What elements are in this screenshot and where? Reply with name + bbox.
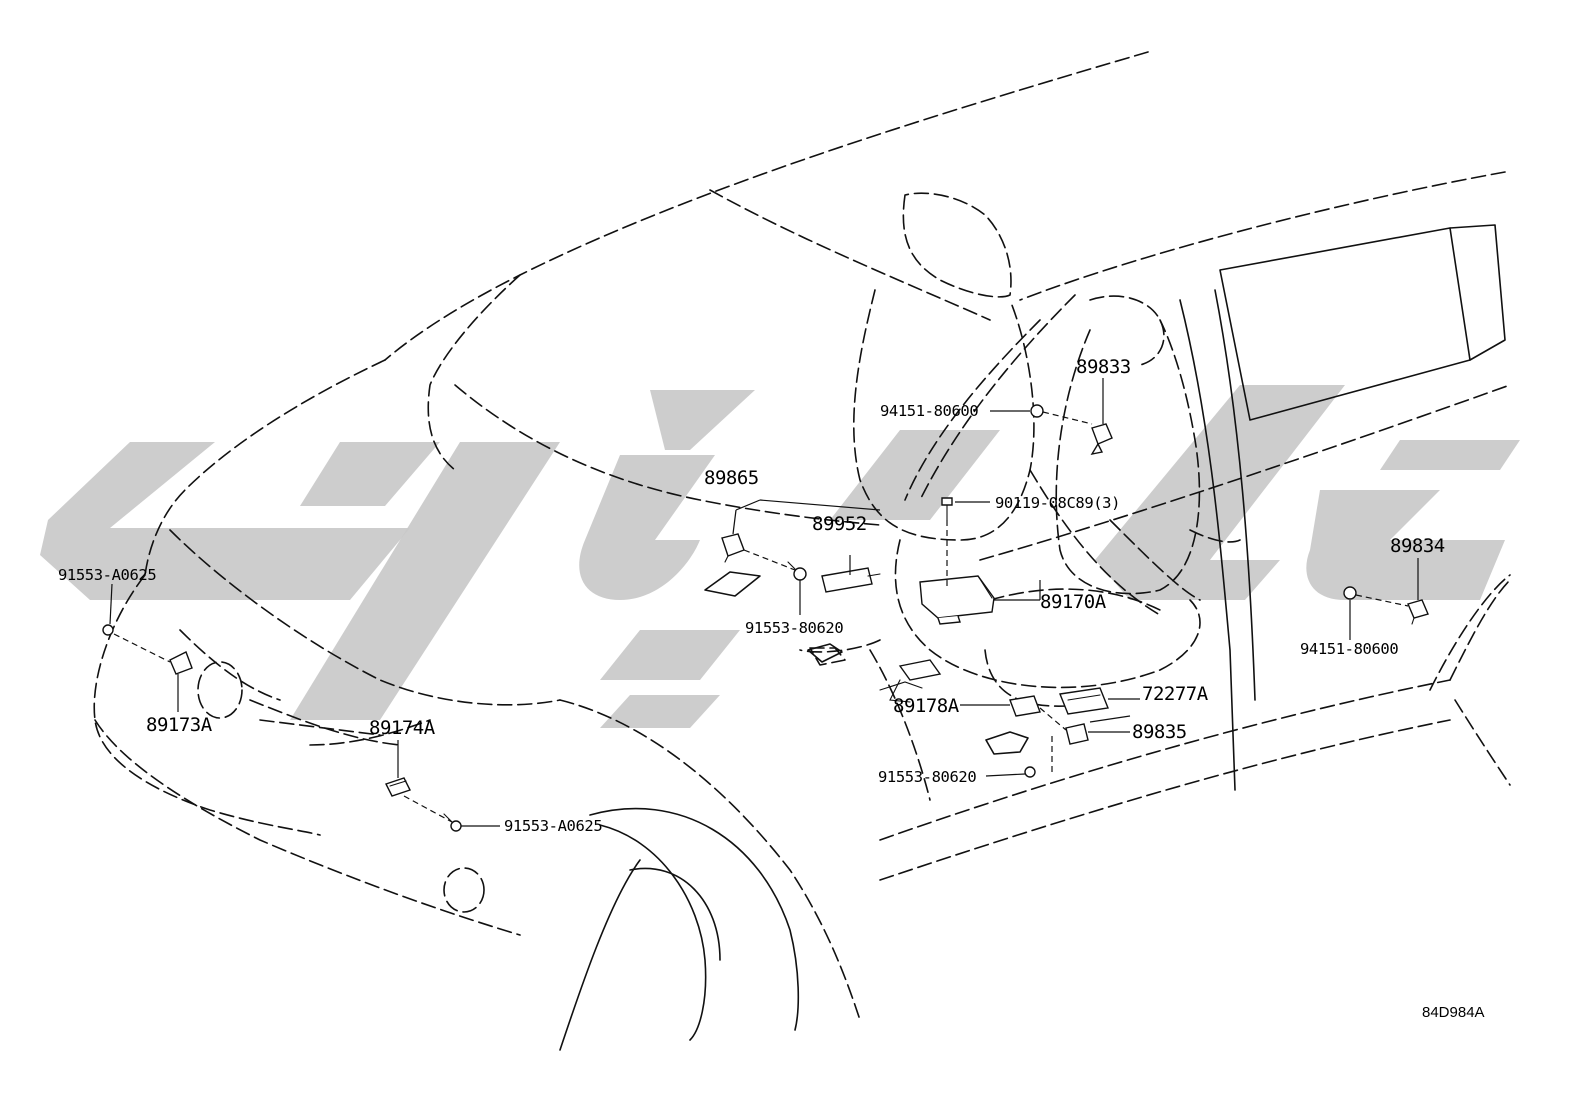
callout-89834: 89834: [1390, 535, 1445, 557]
part-buckle-sensor: [1009, 695, 1089, 745]
callout-89865: 89865: [704, 467, 759, 489]
callout-89178a: 89178A: [893, 695, 960, 717]
leader-lines: [109, 378, 1419, 827]
part-72277a-cover: [1059, 687, 1109, 715]
part-89170a-module: [919, 575, 995, 625]
part-89174a-sensor: [385, 777, 411, 797]
part-89952-sensor: [821, 567, 881, 593]
callout-89952: 89952: [812, 513, 867, 535]
callout-89174a: 89174A: [369, 717, 436, 739]
seat-outline: [852, 192, 1241, 707]
part-89178a-sensor: [879, 659, 942, 703]
callout-72277a: 72277A: [1142, 683, 1209, 705]
front-bracket: [704, 571, 761, 597]
callout-89170a: 89170A: [1040, 591, 1107, 613]
mirror-bracket: [807, 643, 843, 663]
part-94151-nut-top: [1030, 404, 1044, 418]
part-94151-nut-right: [1343, 586, 1357, 600]
drawing-code: 84D984A: [1422, 1004, 1485, 1021]
callout-89173a: 89173A: [146, 714, 213, 736]
callout-91553-bottom: 91553-A0625: [504, 817, 602, 835]
parts: [102, 404, 1429, 832]
callout-91553-left: 91553-A0625: [58, 566, 156, 584]
callout-90119: 90119-08C89(3): [995, 494, 1120, 512]
part-90119-bolt: [941, 497, 953, 521]
watermark-logo: [40, 385, 1520, 728]
part-91553-bolt-mid: [787, 561, 807, 581]
callout-94151-right: 94151-80600: [1300, 640, 1398, 658]
part-91553-bolt-bottom: [443, 813, 462, 832]
callout-89835: 89835: [1132, 721, 1187, 743]
callout-91553-lower: 91553-80620: [878, 768, 976, 786]
vehicle-outline: [93, 51, 1511, 1051]
part-89865-sensor: [721, 533, 745, 563]
callout-94151-top: 94151-80600: [880, 402, 978, 420]
callout-labels: 89833 94151-80600 90119-08C89(3) 89865 8…: [58, 356, 1445, 835]
callout-91553-mid: 91553-80620: [745, 619, 843, 637]
callout-89833: 89833: [1076, 356, 1131, 378]
part-89833-sensor: [1090, 423, 1113, 455]
part-89173a-sensor: [169, 651, 193, 675]
part-91553-bolt-lower: [1024, 766, 1036, 778]
floor-bracket: [985, 731, 1029, 755]
part-89834-sensor: [1407, 599, 1429, 625]
part-91553-bolt-left: [102, 624, 114, 636]
